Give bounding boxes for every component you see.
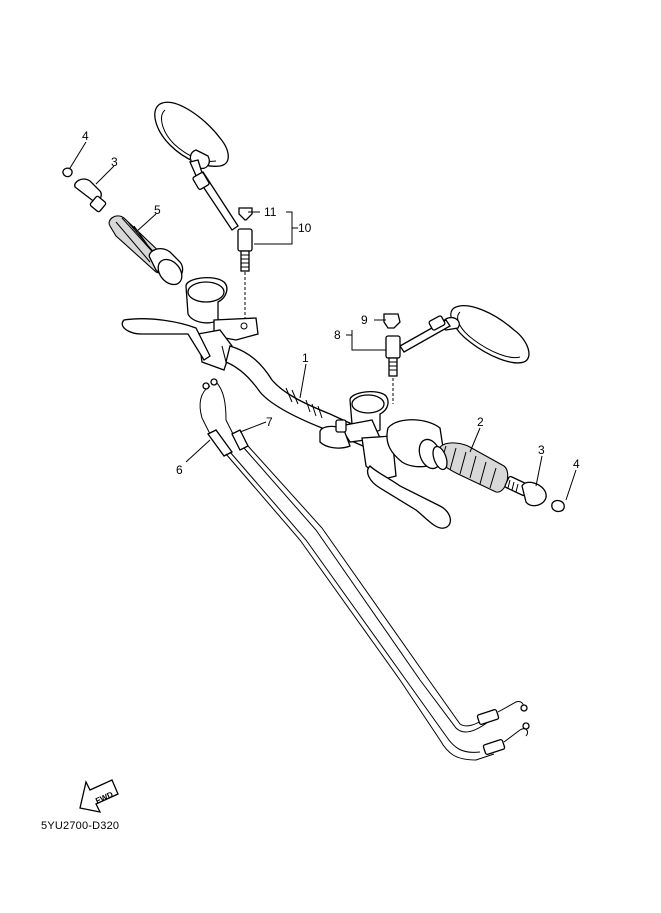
part-label-11: 11 — [264, 205, 277, 219]
part-label-10: 10 — [298, 221, 312, 235]
left-grip-end — [62, 167, 107, 213]
part-label-9: 9 — [361, 313, 368, 327]
left-grip — [108, 215, 184, 286]
right-grip-end — [504, 475, 565, 513]
right-mirror — [399, 305, 530, 364]
part-label-4-left: 4 — [82, 129, 89, 143]
part-label-7: 7 — [266, 415, 273, 429]
leader-lines — [69, 141, 577, 501]
drawing-code: 5YU2700-D320 — [41, 820, 120, 832]
part-label-3-right: 3 — [538, 443, 545, 457]
part-label-3-left: 3 — [111, 155, 118, 169]
part-label-4-right: 4 — [573, 457, 580, 471]
right-grip — [432, 442, 509, 493]
left-lever-holder — [185, 276, 259, 371]
part-label-8: 8 — [334, 328, 341, 342]
left-mirror — [154, 101, 239, 231]
left-lever — [121, 318, 211, 361]
right-lever — [366, 465, 451, 529]
forward-arrow-icon: FWD — [79, 779, 119, 813]
right-lever-holder — [319, 390, 397, 481]
right-mirror-adjuster — [383, 313, 401, 404]
part-label-1: 1 — [302, 351, 309, 365]
part-label-2: 2 — [477, 415, 484, 429]
part-labels: 4 3 5 11 10 1 9 8 2 3 4 7 6 — [82, 129, 580, 477]
left-mirror-adjuster — [237, 207, 253, 322]
part-label-5: 5 — [154, 203, 161, 217]
throttle-cables — [199, 378, 530, 761]
part-label-6: 6 — [176, 463, 183, 477]
